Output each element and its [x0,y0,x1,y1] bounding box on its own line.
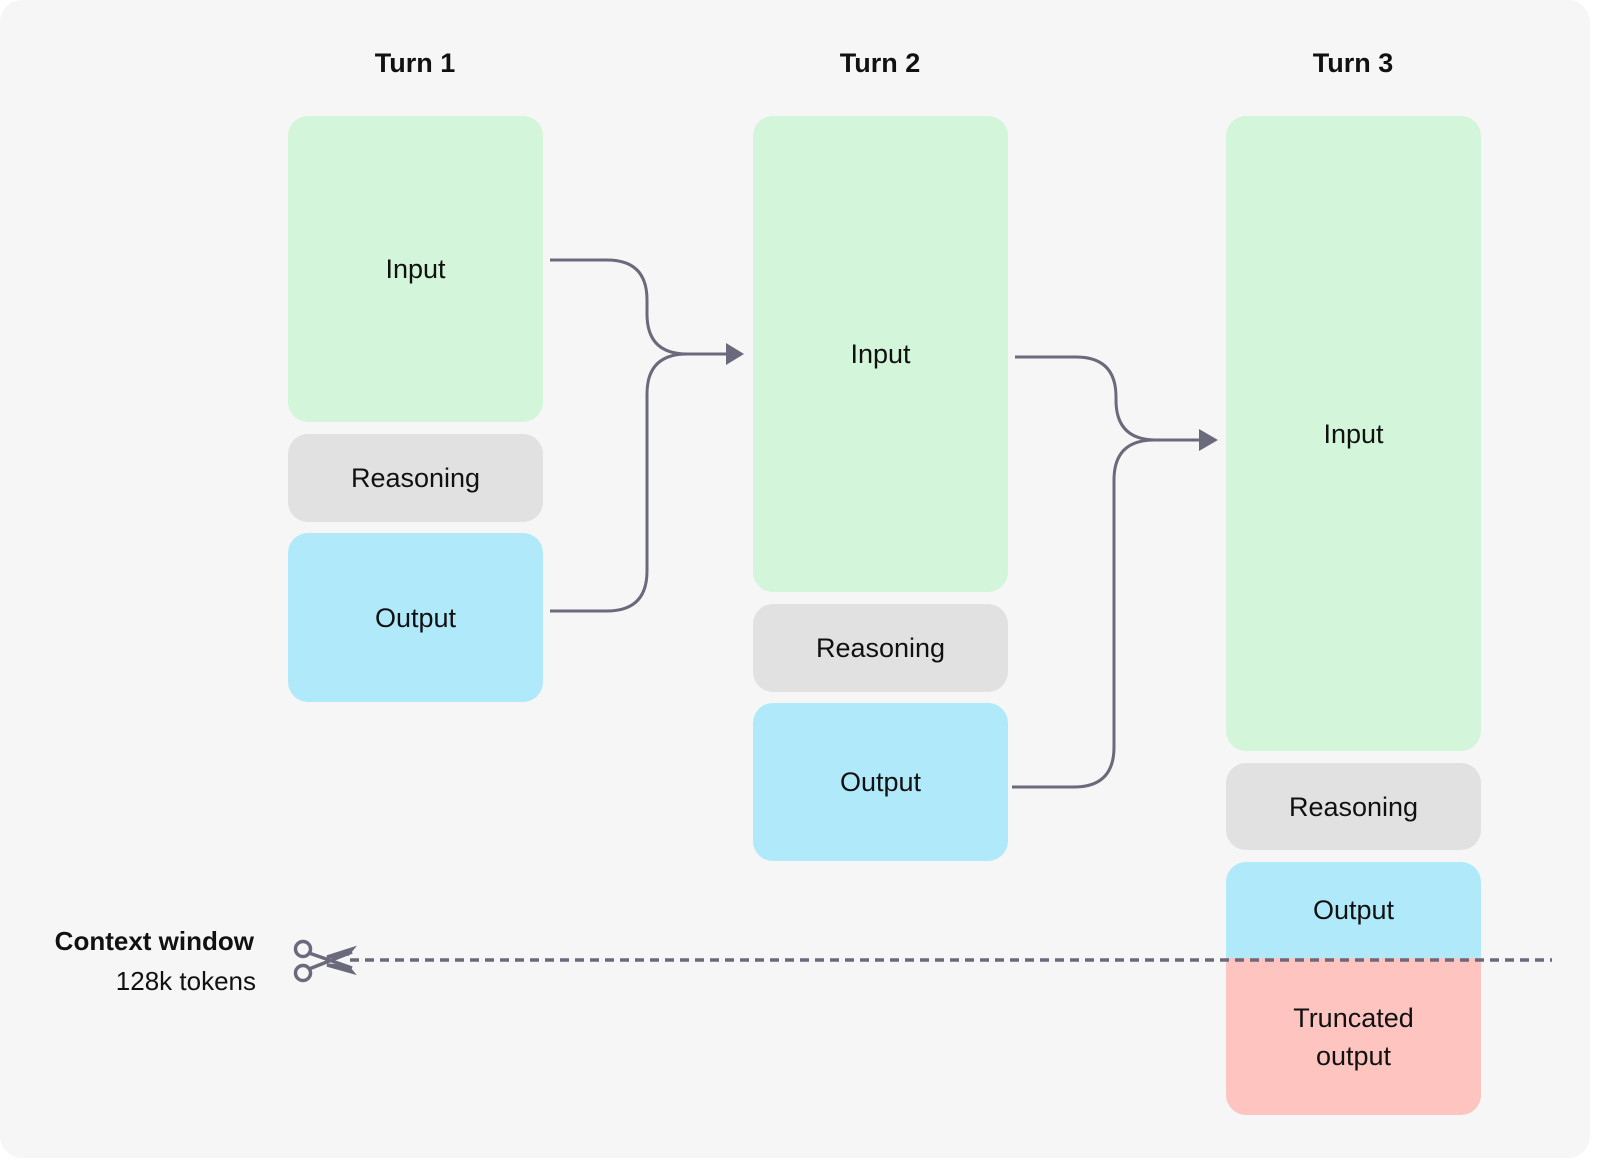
turn-2-reasoning-label: Reasoning [815,633,946,663]
turn-3-output-stack: Output Truncated output [1226,862,1481,1115]
turn-2-output-label: Output [839,767,922,797]
turn-3-output-label: Output [1312,894,1395,925]
arrowhead-icon [1199,429,1218,451]
turn-3-truncated-output-label: Truncated output [1293,1002,1414,1071]
turn-1-output-label: Output [374,602,457,633]
turn-1-input-connector [550,258,688,356]
turn-1-output-connector [550,352,688,613]
turn-3-output-block: Output [1226,862,1481,958]
context-window-size: 128k tokens [115,966,256,996]
turn-1-output-block: Output [288,533,543,702]
turn-2-output-block: Output [753,703,1008,861]
context-window-label: Context window [54,926,254,956]
turn-2-reasoning-block: Reasoning [753,604,1008,692]
turn-2-title: Turn 2 [839,48,921,78]
turn-3-reasoning-label: Reasoning [1288,791,1419,822]
turn-3-input-block: Input [1226,116,1481,751]
turn-3-reasoning-block: Reasoning [1226,763,1481,850]
scissors-icon [293,939,357,983]
turn-3-truncated-output-block: Truncated output [1226,958,1481,1115]
turn-2-input-label: Input [850,339,911,369]
turn-3-input-label: Input [1323,418,1384,449]
turn-2-input-connector [1015,355,1157,442]
turn-1-title: Turn 1 [374,48,456,78]
turn-1-input-label: Input [385,254,446,284]
turn-1-input-block: Input [288,116,543,422]
turn-2-output-connector [1012,438,1155,789]
arrowhead-icon [726,343,744,365]
turn-3-title: Turn 3 [1312,48,1394,78]
turn-2-input-block: Input [753,116,1008,592]
turn-1-reasoning-label: Reasoning [350,463,481,493]
turn-1-reasoning-block: Reasoning [288,434,543,522]
